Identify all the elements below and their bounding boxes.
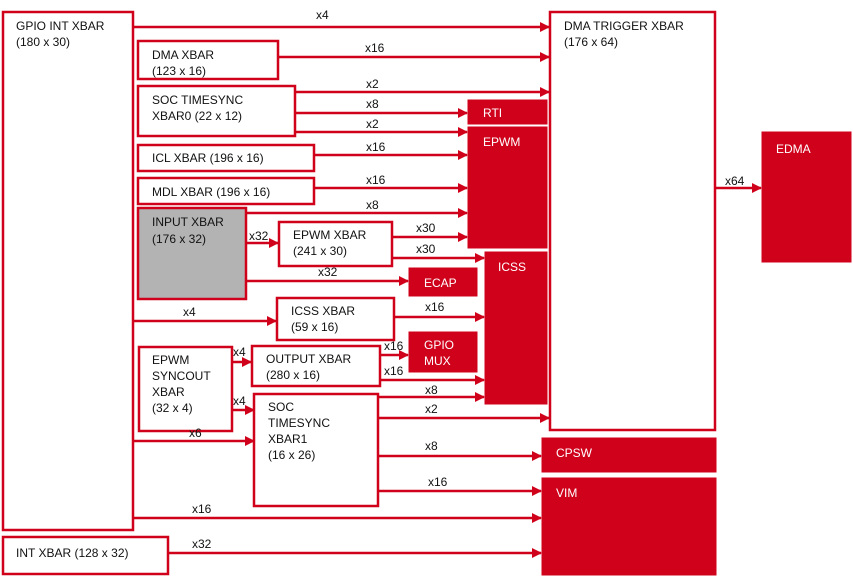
- count-input-to-epwmxbar: x32: [249, 229, 269, 243]
- icl-xbar-label: ICL XBAR (196 x 16): [152, 151, 264, 165]
- blocks: GPIO INT XBAR (180 x 30) DMA XBAR (123 x…: [1, 10, 852, 576]
- connection-arrows: [133, 22, 762, 558]
- count-icl-to-epwm: x16: [366, 140, 386, 154]
- edma-box: [761, 131, 852, 263]
- output-xbar-label: OUTPUT XBAR (280 x 16): [266, 352, 354, 382]
- ecap-label: ECAP: [424, 276, 457, 290]
- gpio-mux-box: [408, 331, 478, 373]
- vim-box: [541, 477, 717, 576]
- count-intxbar-to-vim: x32: [192, 537, 212, 551]
- count-dmatrig-to-edma: x64: [725, 174, 745, 188]
- count-ts1-to-icss: x8: [425, 383, 438, 397]
- dma-trigger-xbar-box: [548, 10, 717, 432]
- icss-xbar-label: ICSS XBAR (59 x 16): [291, 304, 358, 334]
- count-ts0-to-rti: x8: [366, 97, 379, 111]
- icss-box: [484, 251, 548, 405]
- soc-timesync-xbar0-box: [136, 84, 297, 138]
- mdl-xbar-label: MDL XBAR (196 x 16): [152, 185, 270, 199]
- count-epwmxbar-to-icss: x30: [416, 242, 436, 256]
- count-syncout-to-outputxbar: x4: [233, 345, 246, 359]
- cpsw-box: [541, 437, 717, 473]
- count-input-to-epwm: x8: [366, 198, 379, 212]
- vim-label: VIM: [556, 486, 577, 500]
- count-syncout-to-ts1: x4: [233, 394, 246, 408]
- ecap-box: [408, 267, 478, 297]
- epwm-syncout-xbar-box: [137, 345, 234, 433]
- epwm-label: EPWM: [483, 135, 520, 149]
- count-icssxbar-to-icss: x16: [425, 300, 445, 314]
- dma-xbar-label: DMA XBAR (123 x 16): [152, 48, 217, 78]
- icl-xbar-box: [136, 143, 316, 173]
- gpio-int-xbar-box: [1, 10, 135, 532]
- gpio-int-xbar-label: GPIO INT XBAR (180 x 30): [16, 19, 108, 49]
- output-xbar-box: [250, 344, 382, 388]
- cpsw-label: CPSW: [556, 446, 593, 460]
- icss-label: ICSS: [498, 260, 526, 274]
- rti-label: RTI: [483, 106, 502, 120]
- count-gpio-to-ts1: x6: [189, 426, 202, 440]
- count-mdl-to-epwm: x16: [366, 173, 386, 187]
- count-dma-to-dmatrig: x16: [365, 41, 385, 55]
- dma-trigger-xbar-label: DMA TRIGGER XBAR (176 x 64): [564, 19, 687, 49]
- count-gpio-to-icssxbar: x4: [183, 305, 196, 319]
- count-epwmxbar-to-epwm: x30: [416, 221, 436, 235]
- edma-label: EDMA: [776, 142, 811, 156]
- epwm-syncout-xbar-label: EPWM SYNCOUT XBAR (32 x 4): [152, 353, 214, 415]
- gpio-mux-label: GPIO MUX: [424, 338, 457, 368]
- rti-box: [467, 99, 548, 125]
- soc-timesync-xbar1-label: SOC TIMESYNC XBAR1 (16 x 26): [268, 400, 333, 462]
- epwm-box: [467, 126, 548, 249]
- connection-counts: x4 x16 x2 x8 x2 x16 x16 x8 x32 x30 x30 x…: [183, 8, 745, 551]
- count-ts1-to-vim: x16: [428, 475, 448, 489]
- soc-timesync-xbar0-label: SOC TIMESYNC XBAR0 (22 x 12): [152, 93, 246, 123]
- count-ts1-to-cpsw: x8: [425, 439, 438, 453]
- count-gpio-to-vim: x16: [192, 502, 212, 516]
- mdl-xbar-box: [136, 176, 316, 206]
- icss-xbar-box: [275, 296, 396, 342]
- count-outputxbar-to-gpiomux: x16: [384, 339, 404, 353]
- count-outputxbar-to-icss: x16: [384, 364, 404, 378]
- input-xbar-box: [136, 206, 248, 301]
- int-xbar-box: [1, 535, 170, 576]
- count-ts0-to-dmatrig: x2: [366, 77, 379, 91]
- count-ts0-to-epwm: x2: [366, 117, 379, 131]
- input-xbar-label: INPUT XBAR (176 x 32): [152, 215, 227, 246]
- epwm-xbar-box: [277, 220, 394, 268]
- soc-timesync-xbar1-box: [252, 392, 380, 508]
- epwm-xbar-label: EPWM XBAR (241 x 30): [293, 228, 370, 258]
- dma-xbar-box: [136, 39, 280, 81]
- count-input-to-ecap: x32: [318, 265, 338, 279]
- count-gpio-to-dmatrig: x4: [316, 8, 329, 22]
- count-ts1-to-dmatrig: x2: [425, 402, 438, 416]
- int-xbar-label: INT XBAR (128 x 32): [16, 546, 129, 560]
